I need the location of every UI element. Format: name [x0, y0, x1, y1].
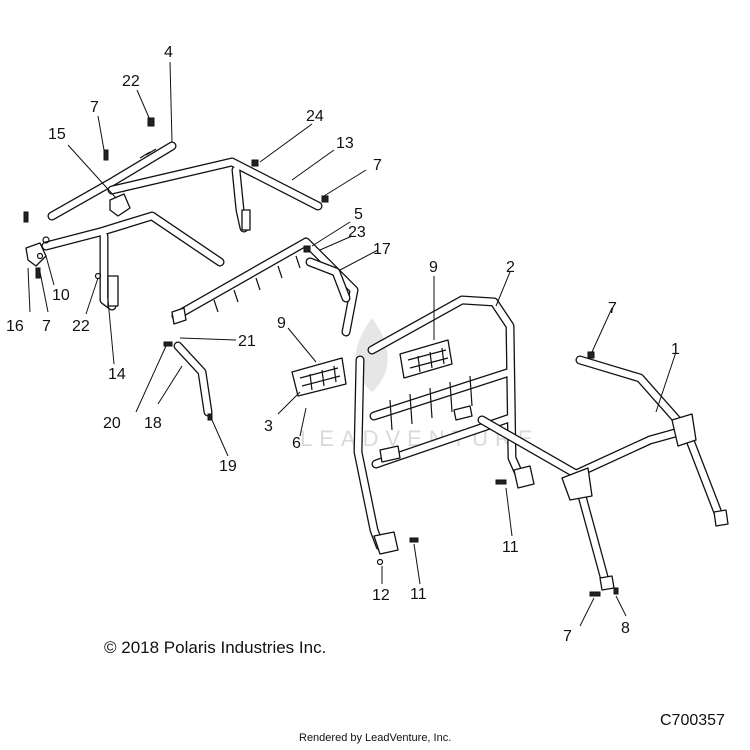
- callout-7-c: 7: [42, 318, 51, 335]
- callout-2: 2: [506, 259, 515, 276]
- callout-4: 4: [164, 44, 173, 61]
- part-2-rear-cage: [353, 295, 535, 555]
- part-14-front-lower-bar: [41, 211, 225, 311]
- callout-10: 10: [52, 287, 70, 304]
- callout-5: 5: [354, 206, 363, 223]
- callout-1: 1: [671, 341, 680, 358]
- callout-13: 13: [336, 135, 354, 152]
- callout-21: 21: [238, 333, 256, 350]
- diagram-id: C700357: [660, 712, 725, 729]
- callouts: 1 2 3 4 5 6 7 7 7 7 7 8 9 9 10 11 11 12 …: [6, 44, 680, 645]
- callout-18: 18: [144, 415, 162, 432]
- callout-9-a: 9: [277, 315, 286, 332]
- part-4-front-upper-bar: [47, 141, 177, 221]
- callout-22-b: 22: [72, 318, 90, 335]
- callout-7-d: 7: [608, 300, 617, 317]
- callout-9-b: 9: [429, 259, 438, 276]
- callout-14: 14: [108, 366, 126, 383]
- callout-16: 16: [6, 318, 24, 335]
- callout-24: 24: [306, 108, 324, 125]
- part-16-bracket: [25, 242, 47, 267]
- part-18-support: [173, 341, 213, 417]
- callout-7-a: 7: [90, 99, 99, 116]
- callout-11-a: 11: [502, 539, 519, 556]
- callout-23: 23: [348, 224, 366, 241]
- part-1-rear-frame: [477, 355, 729, 591]
- rendered-by-credit: Rendered by LeadVenture, Inc.: [299, 732, 452, 744]
- part-17-side-bar: [305, 257, 351, 303]
- part-9-handle: [399, 339, 453, 379]
- callout-19: 19: [219, 458, 237, 475]
- callout-15: 15: [48, 126, 66, 143]
- callout-17: 17: [373, 241, 391, 258]
- part-13-middle-upper-bar: [107, 157, 323, 233]
- callout-11-b: 11: [410, 586, 427, 603]
- callout-7-b: 7: [373, 157, 382, 174]
- part-3-handle: [291, 357, 347, 397]
- part-5-cross-bar: [171, 237, 359, 337]
- callout-12: 12: [372, 587, 390, 604]
- callout-22-a: 22: [122, 73, 140, 90]
- callout-7-e: 7: [563, 628, 572, 645]
- leader-lines: [27, 61, 677, 627]
- part-15-bracket: [109, 193, 131, 217]
- callout-6: 6: [292, 435, 301, 452]
- callout-20: 20: [103, 415, 121, 432]
- callout-3: 3: [264, 418, 273, 435]
- callout-8: 8: [621, 620, 630, 637]
- copyright-notice: © 2018 Polaris Industries Inc.: [104, 638, 327, 657]
